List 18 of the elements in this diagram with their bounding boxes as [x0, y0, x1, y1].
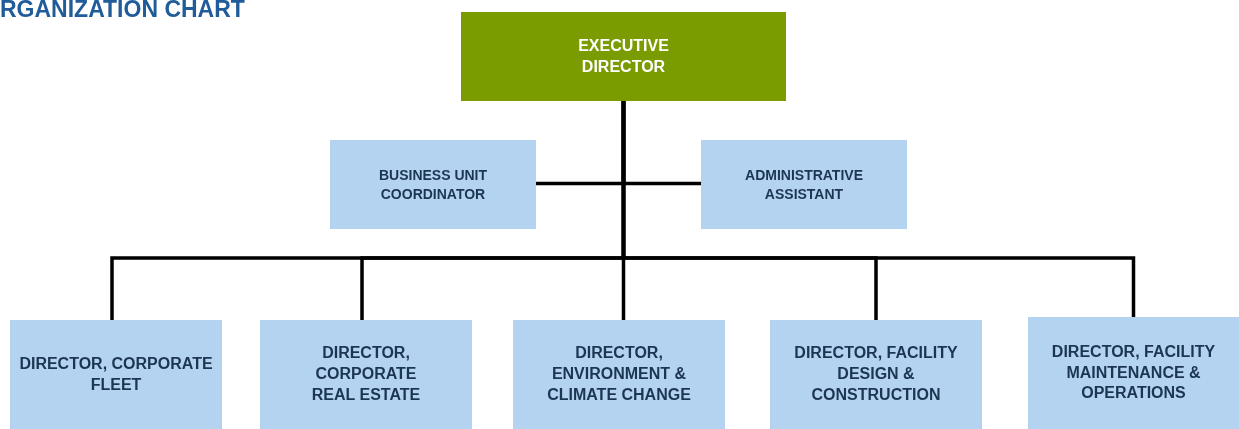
position-title: DIRECTOR, FACILITY MAINTENANCE & OPERATIONS: [1050, 341, 1217, 404]
executive-box: [461, 12, 786, 101]
position-box: [770, 320, 982, 429]
position-title: DIRECTOR, CORPORATE FLEET: [18, 353, 214, 395]
position-box: [701, 140, 907, 229]
position-box: [10, 320, 222, 429]
position-box: [1028, 317, 1239, 429]
position-box: [513, 320, 725, 429]
position-title: DIRECTOR, ENVIRONMENT & CLIMATE CHANGE: [546, 343, 692, 405]
position-title: DIRECTOR, CORPORATE REAL ESTATE: [310, 343, 422, 405]
position-box: [330, 140, 536, 229]
position-title: DIRECTOR, FACILITY DESIGN & CONSTRUCTION: [793, 343, 959, 405]
position-title: EXECUTIVE DIRECTOR: [577, 35, 670, 77]
connector-line: [621, 101, 1136, 317]
position-title: BUSINESS UNIT COORDINATOR: [377, 166, 489, 203]
chart-title: RGANIZATION CHART: [0, 0, 245, 23]
position-title: ADMINISTRATIVE ASSISTANT: [744, 166, 864, 203]
position-box: [260, 320, 472, 429]
